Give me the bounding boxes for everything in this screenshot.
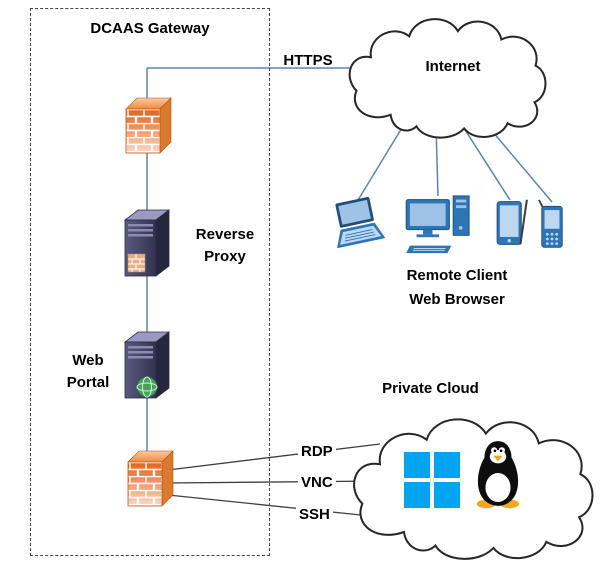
tablet-icon	[496, 199, 528, 245]
firewall-bottom-icon	[127, 450, 174, 507]
reverse-proxy-label: Reverse Proxy	[195, 226, 255, 265]
internet-label: Internet	[425, 58, 481, 75]
reverse-proxy-server-icon	[123, 209, 171, 277]
internet-cloud	[343, 6, 550, 142]
gateway-title: DCAAS Gateway	[90, 20, 210, 37]
firewall-top-icon	[125, 97, 172, 154]
windows-logo-icon	[404, 452, 460, 508]
web-portal-label: Web Portal	[66, 352, 110, 391]
cloud-to-laptop-line	[357, 117, 409, 201]
remote-client-label: Remote Client Web Browser	[406, 267, 508, 308]
cloud-to-tablet-line	[459, 121, 511, 201]
https-label: HTTPS	[283, 52, 333, 69]
linux-tux-icon	[476, 441, 520, 509]
vnc-label: VNC	[298, 474, 336, 491]
rdp-label: RDP	[298, 443, 336, 460]
mini-brick-wall-icon	[127, 253, 146, 273]
rdp-line	[167, 443, 381, 471]
web-portal-server-icon	[123, 331, 171, 399]
globe-icon	[136, 376, 158, 398]
ssh-label: SSH	[296, 506, 333, 523]
private-cloud-label: Private Cloud	[382, 380, 479, 397]
laptop-icon	[335, 196, 386, 249]
handheld-device-icon	[538, 199, 563, 248]
desktop-computer-icon	[405, 195, 470, 254]
ssh-line	[167, 494, 381, 518]
gateway-boundary	[30, 8, 270, 556]
vnc-line	[167, 480, 386, 484]
